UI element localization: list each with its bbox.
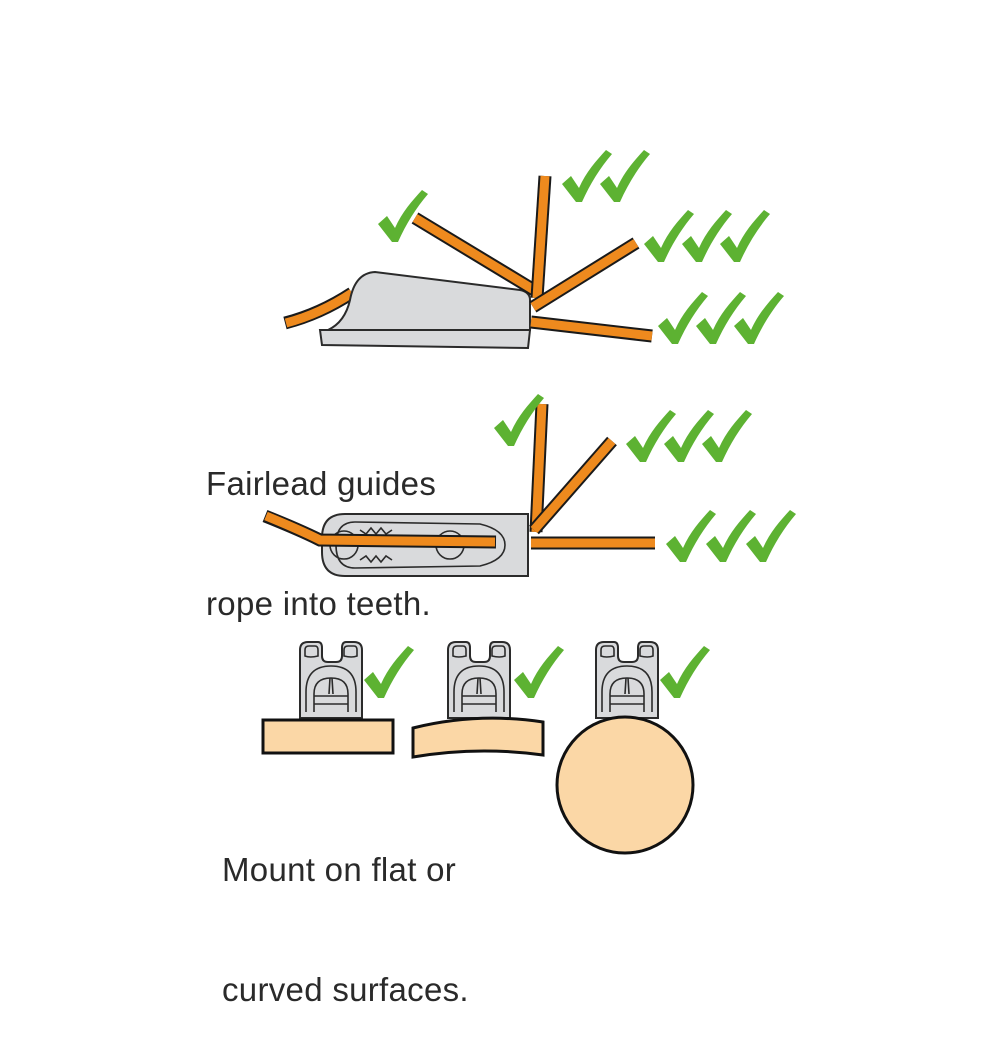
caption-line: curved surfaces. <box>222 971 469 1008</box>
cleat-front-icon <box>447 641 511 719</box>
caption-line: Fairlead guides <box>206 465 437 502</box>
cleat-side-body <box>318 270 532 350</box>
cleat-diagram <box>261 150 796 855</box>
rope-through-cleat <box>262 509 497 549</box>
side-view-group <box>283 150 784 350</box>
rope-diagonal <box>529 237 640 313</box>
mount-round <box>555 641 710 855</box>
rope-top-vertical <box>529 403 549 533</box>
rope-entry <box>283 287 356 330</box>
mount-curved <box>411 641 564 759</box>
rope-fill <box>284 289 355 328</box>
check-icon <box>562 150 612 202</box>
mount-flat <box>261 641 414 755</box>
top-view-group <box>262 394 796 577</box>
curved-surface <box>411 716 545 759</box>
mount-caption: Mount on flat or curved surfaces. <box>222 770 469 1050</box>
fairlead-caption: Fairlead guides rope into teeth. <box>206 384 436 664</box>
caption-line: Mount on flat or <box>222 851 457 888</box>
check-icon <box>746 510 796 562</box>
check-icon <box>706 510 756 562</box>
check-icon <box>660 646 710 698</box>
check-icon <box>514 646 564 698</box>
check-icon <box>626 410 676 462</box>
rope-shallow-upward <box>411 212 538 296</box>
rope-vertical <box>530 175 552 299</box>
round-surface <box>555 715 695 855</box>
check-icon <box>644 210 694 262</box>
check-icon <box>658 292 708 344</box>
rope-top-diagonal <box>529 436 617 535</box>
caption-line: rope into teeth. <box>206 585 431 622</box>
mount-group <box>261 641 710 855</box>
check-icon <box>666 510 716 562</box>
flat-surface <box>261 718 395 755</box>
cleat-front-icon <box>595 641 659 719</box>
rope-horizontal <box>530 315 653 343</box>
